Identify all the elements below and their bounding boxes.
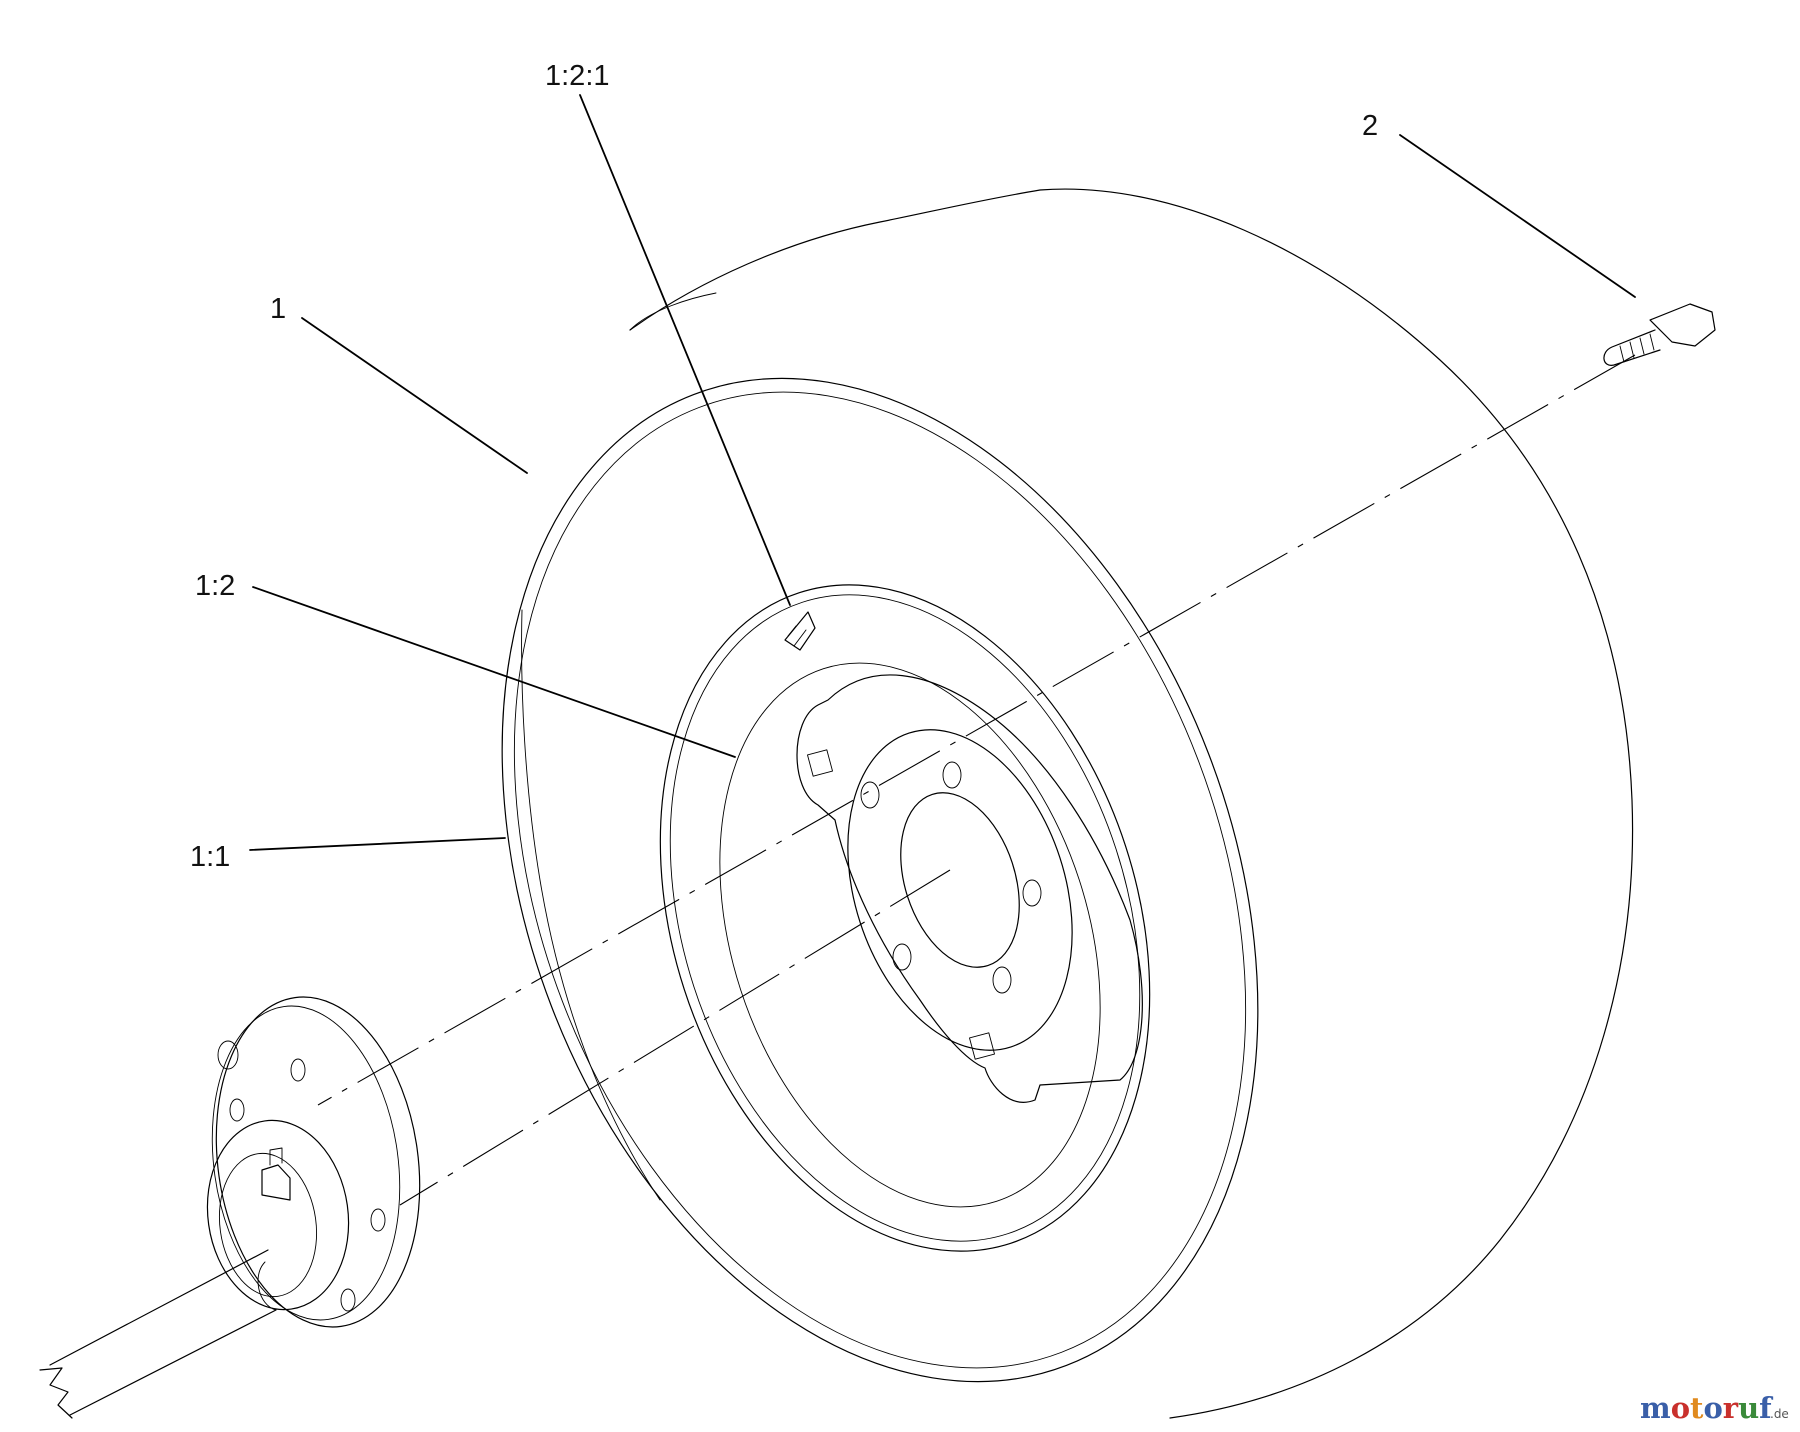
brand-wordmark: motoruf: [1640, 1391, 1774, 1425]
brand-tld: .de: [1770, 1407, 1789, 1421]
callout-labels: 1:2:1 2 1 1:2 1:1: [190, 60, 1378, 873]
leader-2: [1399, 134, 1636, 298]
brand-letter: m: [1640, 1391, 1671, 1425]
leader-1-2-1: [579, 94, 791, 606]
brand-letter: o: [1703, 1391, 1722, 1425]
brand-letter: r: [1723, 1391, 1739, 1425]
wheel-rim-icon: [659, 584, 1151, 1252]
leader-1: [301, 317, 528, 474]
lug-bolt-icon: [1603, 303, 1716, 366]
callout-1: 1: [270, 293, 286, 325]
callout-1-2: 1:2: [195, 570, 235, 602]
motoruf-logo: motoruf .de: [1640, 1391, 1789, 1425]
axle-hub-icon: [39, 996, 421, 1419]
valve-stem-icon: [784, 611, 816, 651]
brand-letter: f: [1759, 1391, 1774, 1425]
brand-letter: o: [1671, 1391, 1690, 1425]
tire-icon: [501, 188, 1634, 1419]
leader-1-2: [252, 586, 736, 758]
leader-lines: [249, 94, 1636, 851]
leader-1-1: [249, 837, 506, 851]
callout-2: 2: [1362, 110, 1378, 142]
callout-1-1: 1:1: [190, 841, 230, 873]
brand-letter: u: [1738, 1391, 1759, 1425]
centerlines: [317, 354, 1636, 1206]
callout-1-2-1: 1:2:1: [545, 60, 610, 92]
brand-letter: t: [1690, 1391, 1704, 1425]
